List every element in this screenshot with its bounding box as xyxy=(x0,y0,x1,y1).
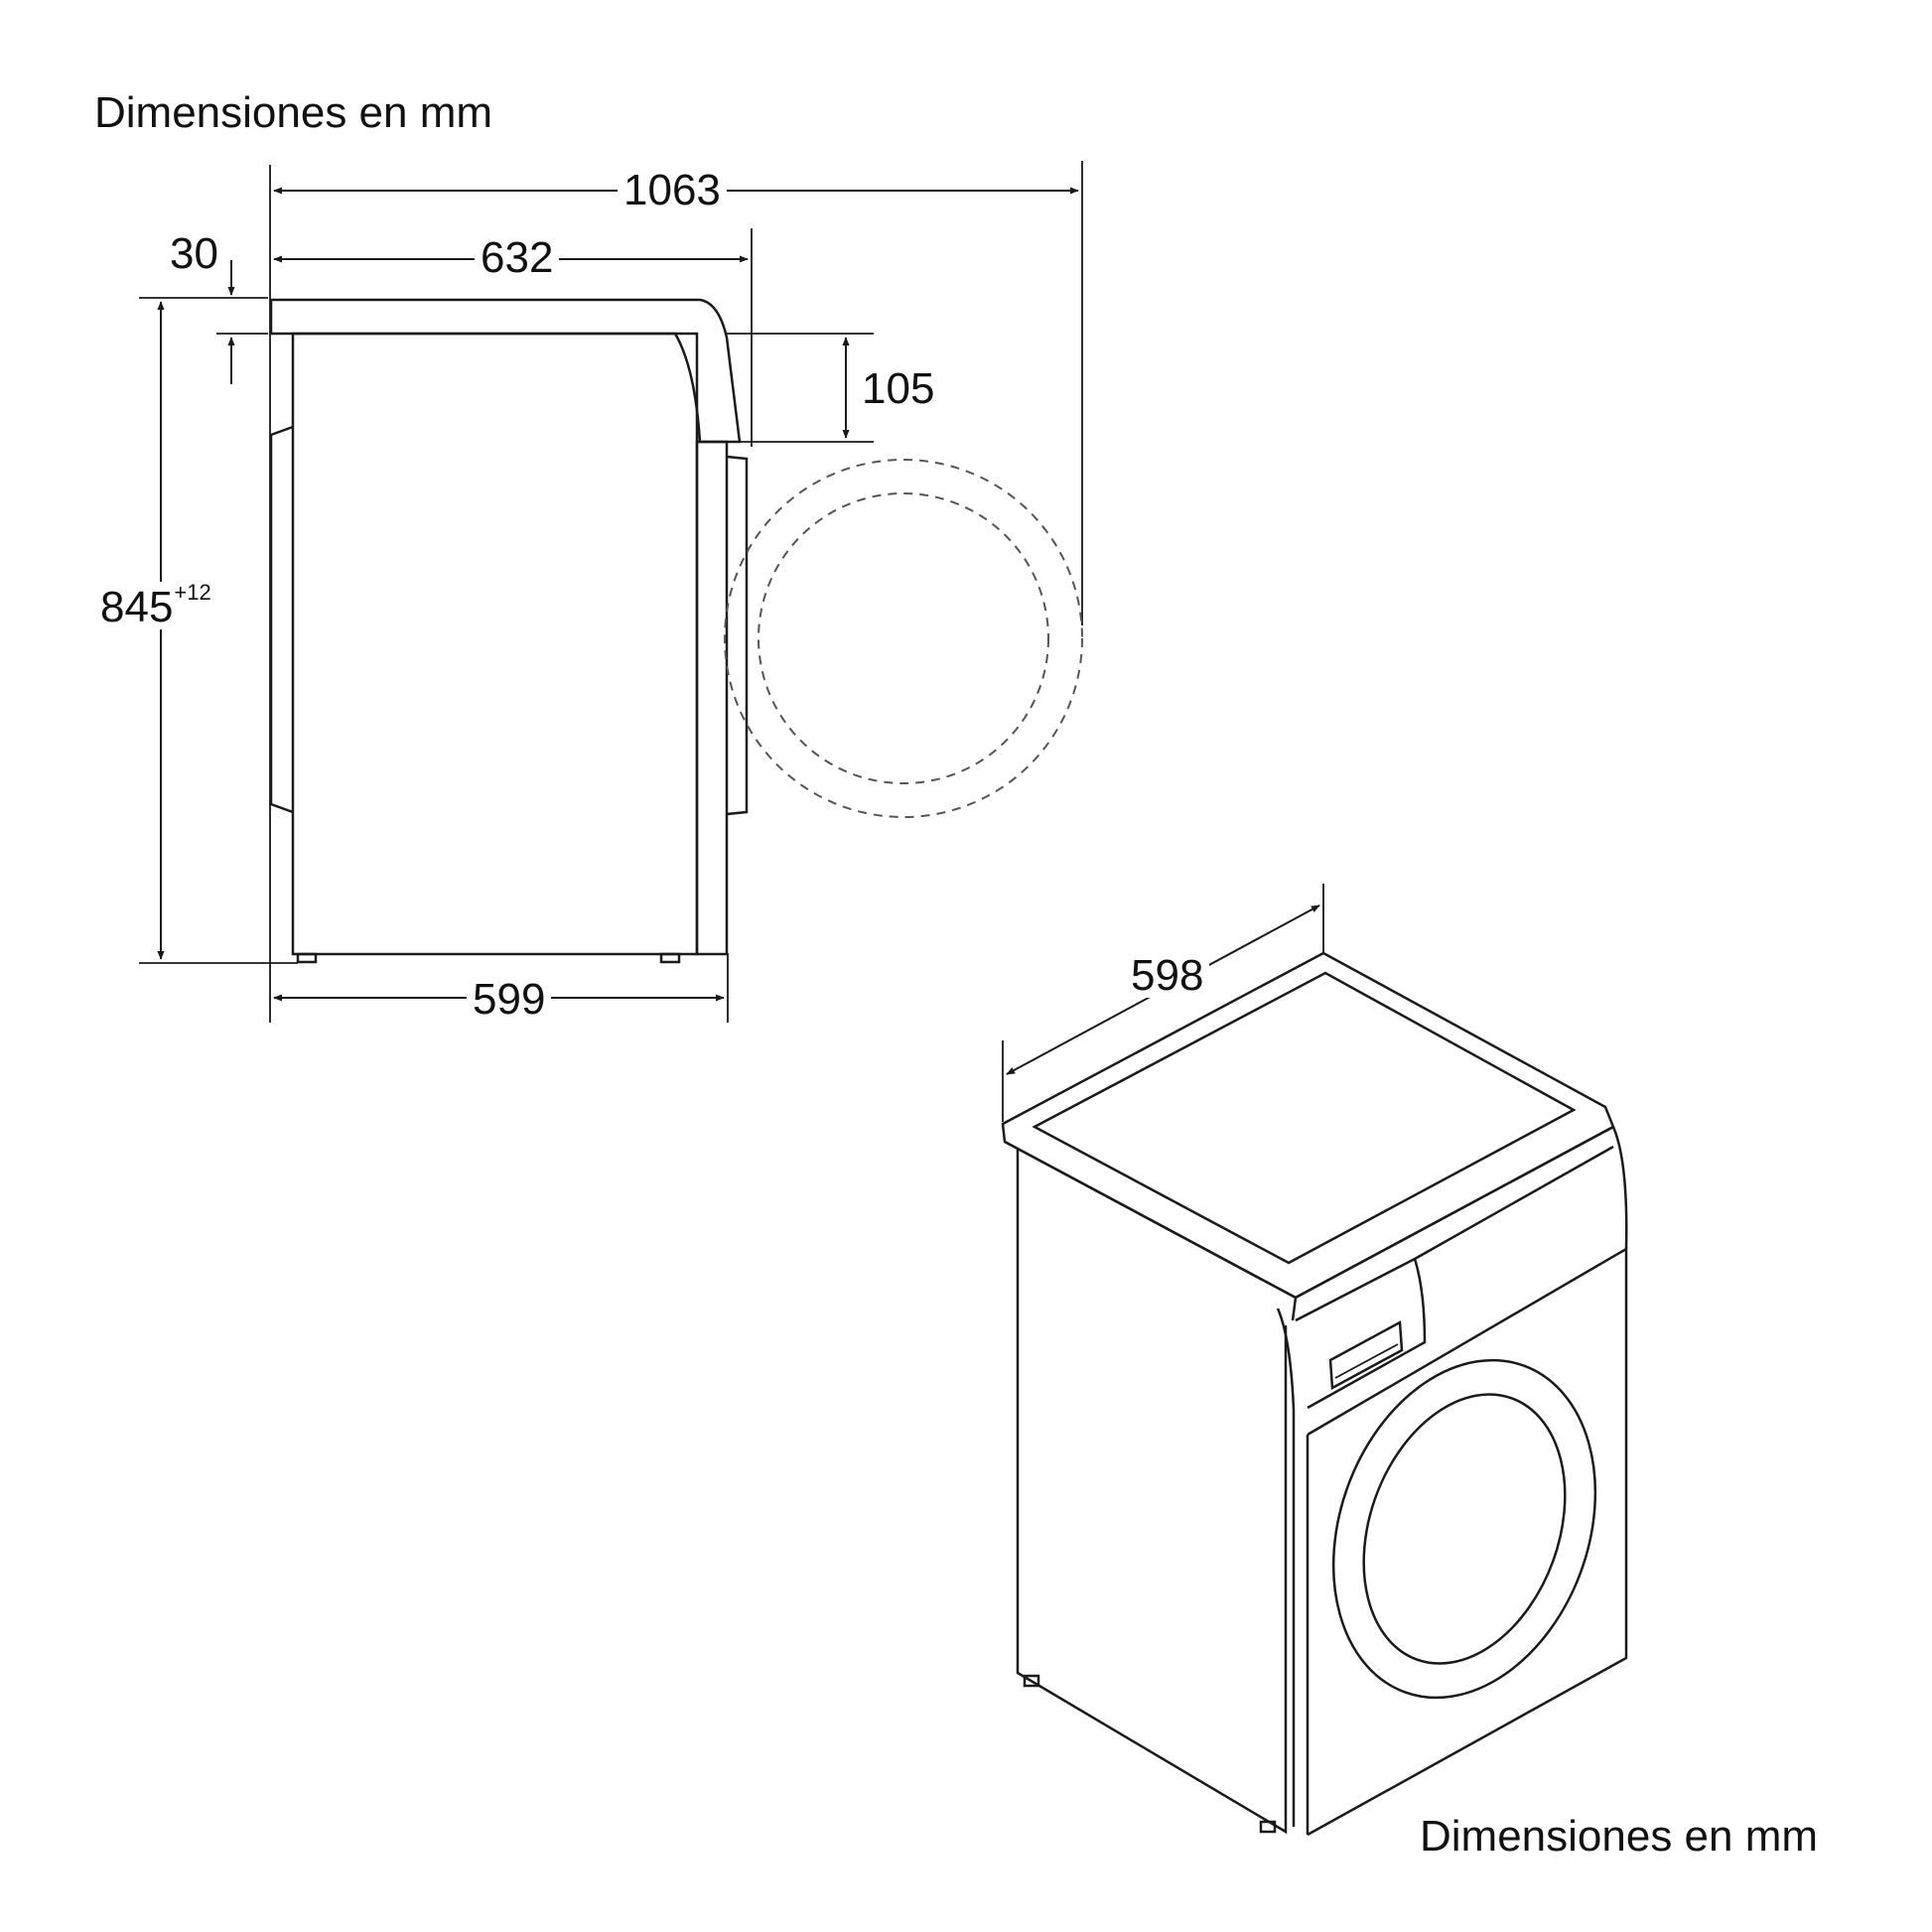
dim-label-845-tolerance: +12 xyxy=(174,580,211,605)
dim-label-30: 30 xyxy=(170,229,218,278)
dim-label-599: 599 xyxy=(467,978,552,1022)
dim-label-105: 105 xyxy=(862,364,935,413)
door-swing-circles xyxy=(724,459,1083,818)
dim-label-845-value: 845 xyxy=(100,583,174,631)
iso-view-drawing xyxy=(1001,884,1628,1837)
dim-label-1063: 1063 xyxy=(618,169,727,212)
side-view-dimension-lines xyxy=(157,187,1079,1002)
dim-label-845: 845+12 xyxy=(94,582,217,629)
dim-label-598: 598 xyxy=(1125,954,1210,998)
side-view-drawing xyxy=(139,161,1083,1023)
dim-label-632: 632 xyxy=(475,236,560,280)
iso-view-title: Dimensiones en mm xyxy=(1420,1812,1819,1861)
side-view-title: Dimensiones en mm xyxy=(94,88,493,137)
